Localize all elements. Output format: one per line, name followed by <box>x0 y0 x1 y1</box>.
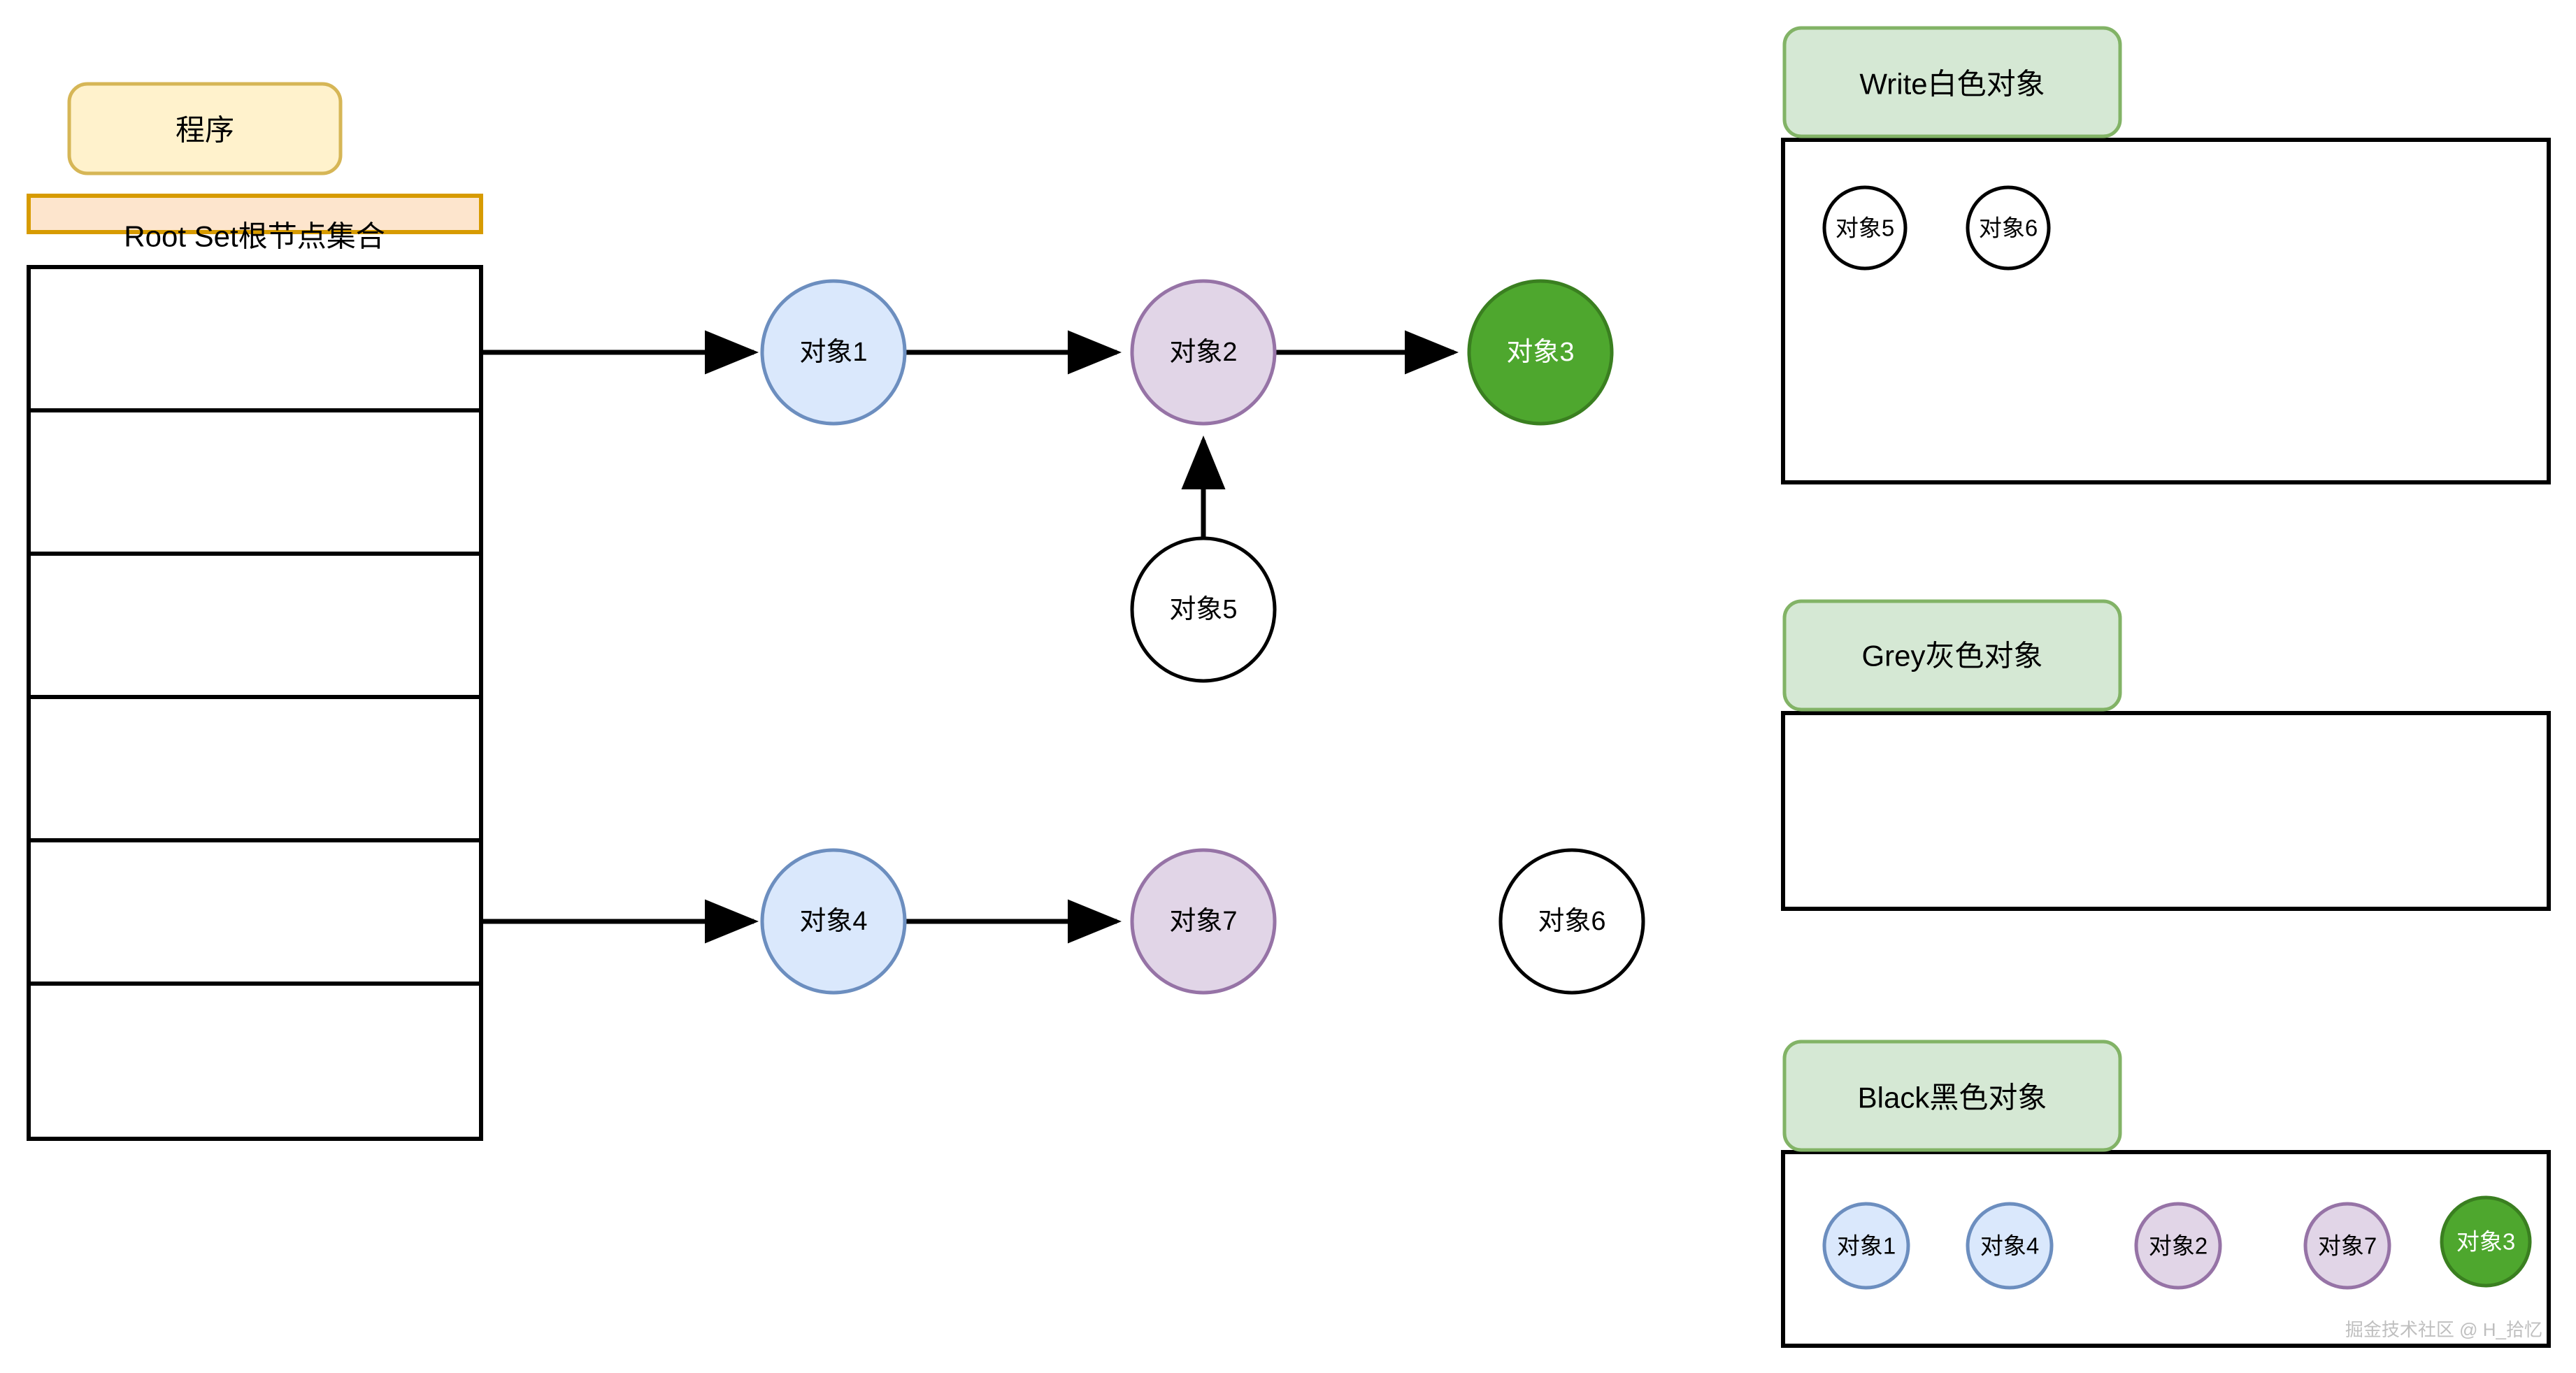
white-objects-panel[interactable]: Write白色对象 对象5 对象6 <box>1781 26 2551 484</box>
node-obj5[interactable]: 对象5 <box>1130 536 1277 683</box>
program-box-shape <box>67 82 343 175</box>
table-row[interactable] <box>27 552 483 699</box>
graph-edges <box>481 330 1459 944</box>
white-panel-header-label: Write白色对象 <box>1859 68 2045 101</box>
black-panel-item[interactable]: 对象3 <box>2440 1195 2532 1288</box>
black-panel-header-shape <box>1782 1040 2122 1152</box>
table-row[interactable] <box>27 982 483 1141</box>
black-objects-panel[interactable]: Black黑色对象 对象1 对象4 对象2 对象7 对象3 <box>1781 1040 2551 1348</box>
node-obj5-circle <box>1130 536 1277 683</box>
root-set-table[interactable]: Root Set根节点集合 <box>27 194 483 1141</box>
black-panel-item-label: 对象4 <box>1980 1233 2039 1259</box>
white-panel-item[interactable]: 对象6 <box>1966 185 2051 271</box>
black-panel-item-label: 对象7 <box>2318 1233 2377 1259</box>
black-panel-header-label: Black黑色对象 <box>1858 1081 2047 1114</box>
grey-objects-panel[interactable]: Grey灰色对象 <box>1781 599 2551 911</box>
node-obj2[interactable]: 对象2 <box>1130 279 1277 426</box>
node-obj4-label: 对象4 <box>799 907 867 936</box>
table-row[interactable] <box>27 695 483 842</box>
white-panel-body <box>1781 138 2551 484</box>
black-panel-item[interactable]: 对象2 <box>2134 1202 2222 1290</box>
black-panel-item-circle <box>2440 1195 2532 1288</box>
root-set-rows <box>27 265 483 1141</box>
node-obj5-label: 对象5 <box>1169 595 1237 624</box>
white-panel-item-circle <box>1822 185 1908 271</box>
black-panel-item-circle <box>2303 1202 2391 1290</box>
table-row[interactable] <box>27 838 483 986</box>
grey-panel-header-shape <box>1782 599 2122 712</box>
node-obj7-circle <box>1130 848 1277 995</box>
program-box-label: 程序 <box>176 114 234 147</box>
grey-panel-body <box>1781 711 2551 911</box>
node-obj3-circle <box>1467 279 1614 426</box>
root-set-header-cell <box>27 194 483 234</box>
black-panel-item[interactable]: 对象4 <box>1966 1202 2054 1290</box>
node-obj6-circle <box>1498 848 1645 995</box>
black-panel-item-circle <box>1822 1202 1910 1290</box>
black-panel-item-label: 对象2 <box>2149 1233 2208 1259</box>
black-panel-item-label: 对象3 <box>2456 1229 2515 1255</box>
black-panel-item-circle <box>1966 1202 2054 1290</box>
white-panel-item-label: 对象5 <box>1836 215 1894 241</box>
node-obj4[interactable]: 对象4 <box>760 848 907 995</box>
table-row[interactable] <box>27 265 483 412</box>
node-obj1[interactable]: 对象1 <box>760 279 907 426</box>
black-panel-item[interactable]: 对象7 <box>2303 1202 2391 1290</box>
node-obj3-label: 对象3 <box>1506 338 1574 367</box>
node-obj6-label: 对象6 <box>1538 907 1605 936</box>
node-obj2-label: 对象2 <box>1169 338 1237 367</box>
white-panel-item-label: 对象6 <box>1979 215 2038 241</box>
white-panel-item-circle <box>1966 185 2051 271</box>
node-obj3[interactable]: 对象3 <box>1467 279 1614 426</box>
white-panel-header-shape <box>1782 26 2122 138</box>
node-obj1-circle <box>760 279 907 426</box>
node-obj7-label: 对象7 <box>1169 907 1237 936</box>
node-obj4-circle <box>760 848 907 995</box>
black-panel-item[interactable]: 对象1 <box>1822 1202 1910 1290</box>
node-obj1-label: 对象1 <box>799 338 867 367</box>
root-set-header-label: Root Set根节点集合 <box>124 220 385 253</box>
node-obj2-circle <box>1130 279 1277 426</box>
white-panel-item[interactable]: 对象5 <box>1822 185 1908 271</box>
black-panel-item-circle <box>2134 1202 2222 1290</box>
table-row[interactable] <box>27 408 483 556</box>
node-obj7[interactable]: 对象7 <box>1130 848 1277 995</box>
node-obj6[interactable]: 对象6 <box>1498 848 1645 995</box>
watermark-label: 掘金技术社区 @ H_拾忆 <box>2345 1319 2542 1340</box>
graph-nodes: 对象1 对象2 对象3 对象5 对象4 对象7 <box>760 279 1645 995</box>
black-panel-item-label: 对象1 <box>1837 1233 1896 1259</box>
grey-panel-header-label: Grey灰色对象 <box>1861 640 2042 673</box>
program-box[interactable]: 程序 <box>67 82 343 175</box>
